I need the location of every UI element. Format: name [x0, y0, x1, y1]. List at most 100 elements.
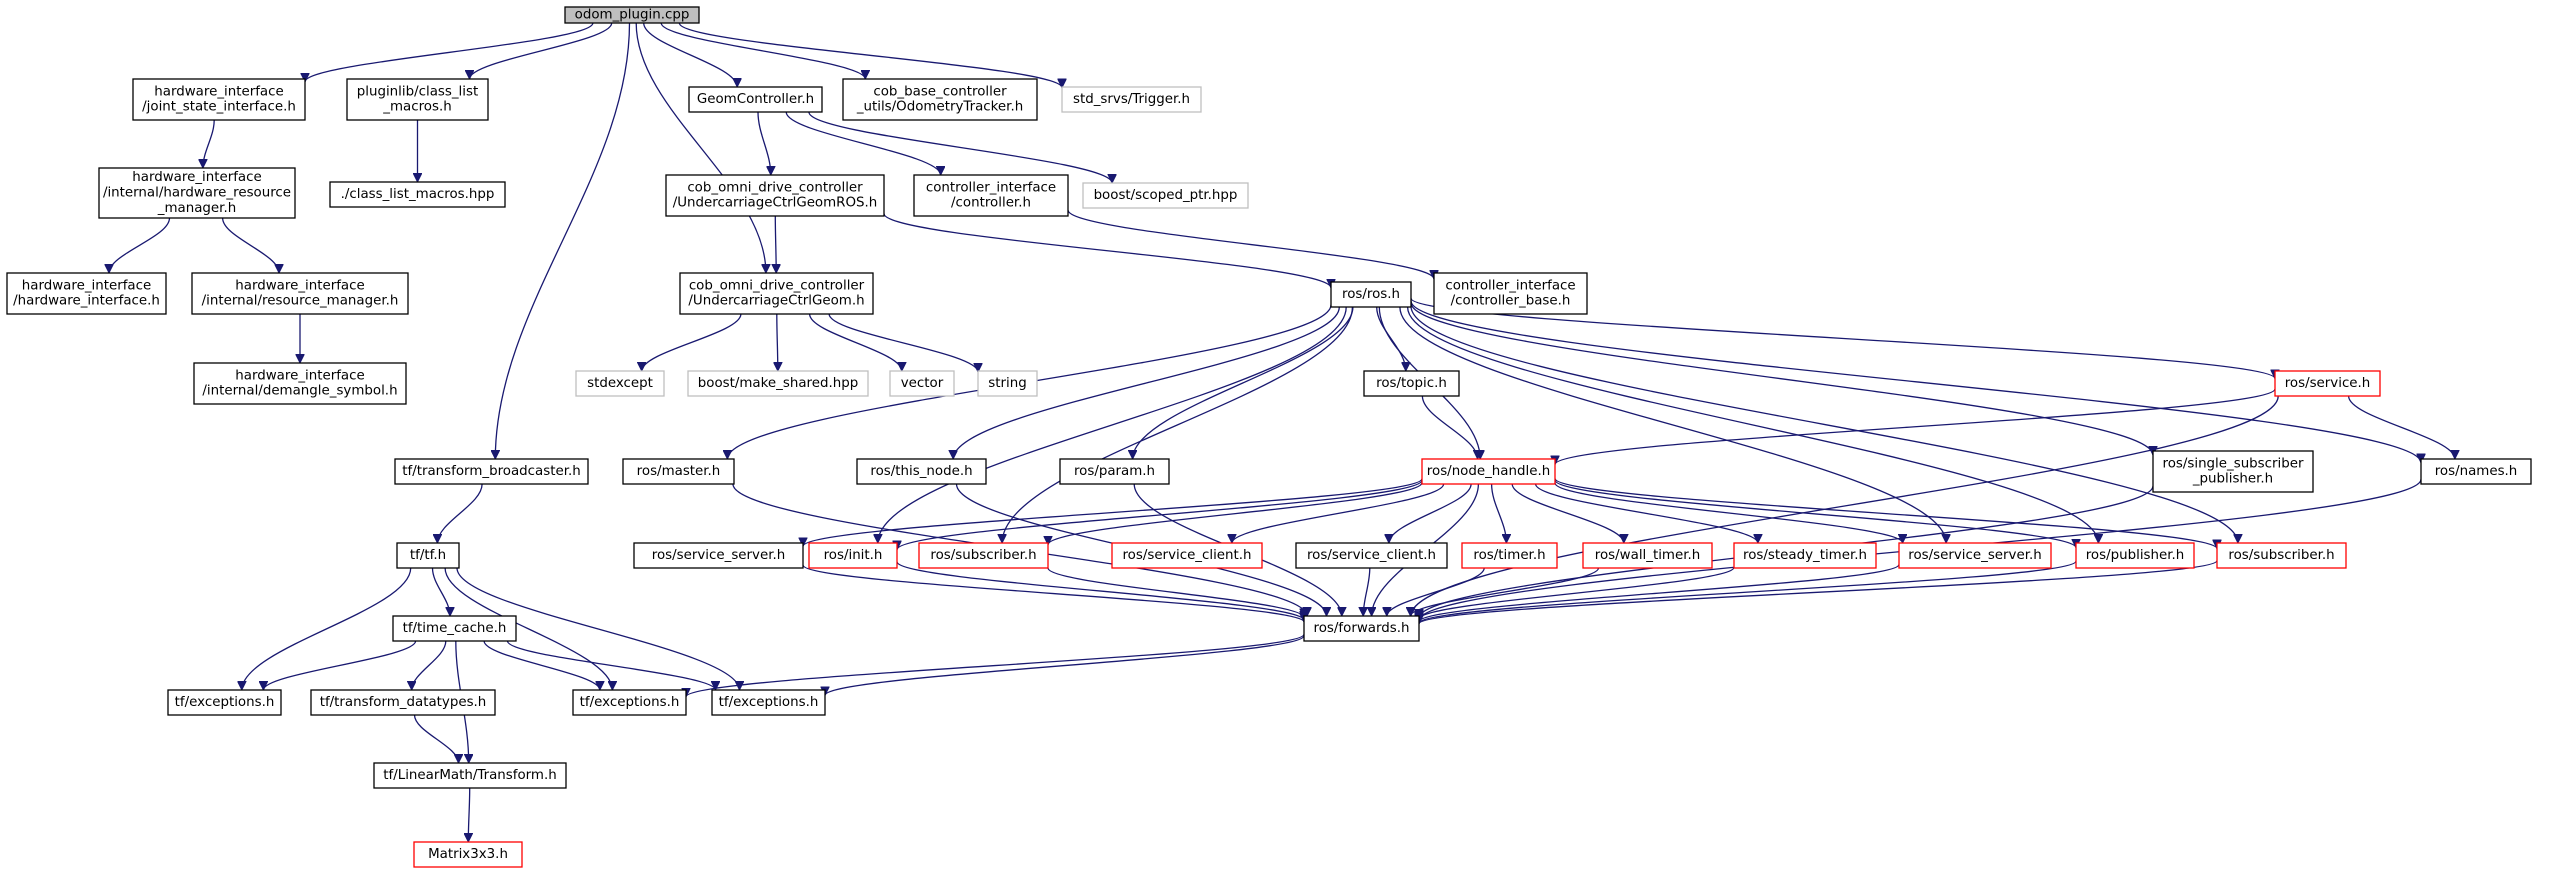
node-tf-time-cache-h[interactable]: tf/time_cache.h	[392, 615, 517, 642]
edge-service-to-node-handle	[1555, 388, 2276, 466]
edge-controller-to-controller-base	[1067, 209, 1434, 280]
edge-undercarriage-ros-to-undercarriage	[775, 215, 776, 273]
node-tf-transform-datatypes-h[interactable]: tf/transform_datatypes.h	[310, 689, 496, 716]
node-controller-base-h[interactable]: controller_interface /controller_base.h	[1433, 272, 1588, 315]
node-label: ros/this_node.h	[870, 464, 972, 479]
node-label: /internal/demangle_symbol.h	[202, 384, 397, 399]
edge-topic-to-node-handle	[1421, 395, 1477, 460]
node-label: /UndercarriageCtrlGeomROS.h	[673, 196, 878, 211]
node-label: pluginlib/class_list	[357, 84, 478, 99]
edge-ros-to-publisher	[1406, 306, 2099, 543]
node-label: /controller.h	[951, 196, 1031, 211]
edge-odom-plugin-to-undercarriage-ctrl-geom	[635, 22, 766, 273]
edge-geom-controller-to-controller	[785, 111, 941, 176]
node-boost-make-shared-hpp[interactable]: boost/make_shared.hpp	[687, 370, 869, 397]
node-label: /hardware_interface.h	[13, 294, 160, 309]
node-tf-exceptions-h-3[interactable]: tf/exceptions.h	[711, 689, 826, 716]
node-label: boost/scoped_ptr.hpp	[1094, 188, 1238, 203]
edge-geom-controller-to-undercarriage-ctrl-geom-ros	[757, 111, 771, 175]
node-tf-linearmath-transform-h[interactable]: tf/LinearMath/Transform.h	[373, 762, 567, 789]
edge-node-handle-to-init	[897, 479, 1423, 551]
node-ros-ros-h[interactable]: ros/ros.h	[1330, 281, 1412, 308]
edge-transform-broadcaster-to-tf	[437, 483, 483, 544]
edge-node-handle-to-subscriber	[1048, 482, 1423, 546]
node-std-srvs-trigger-h[interactable]: std_srvs/Trigger.h	[1061, 86, 1202, 113]
node-demangle-symbol-h[interactable]: hardware_interface /internal/demangle_sy…	[193, 362, 407, 405]
node-label: tf/LinearMath/Transform.h	[383, 768, 556, 783]
node-boost-scoped-ptr-hpp[interactable]: boost/scoped_ptr.hpp	[1082, 182, 1249, 209]
node-class-list-macros-hpp[interactable]: ./class_list_macros.hpp	[329, 181, 506, 208]
node-ros-init-h[interactable]: ros/init.h	[808, 542, 898, 569]
node-hardware-resource-manager-h[interactable]: hardware_interface /internal/hardware_re…	[98, 167, 296, 219]
node-ros-names-h[interactable]: ros/names.h	[2420, 458, 2532, 485]
edge-init-to-forwards	[896, 561, 1304, 621]
node-odom-plugin-cpp[interactable]: odom_plugin.cpp	[564, 6, 700, 24]
node-label: ros/service_client.h	[1307, 548, 1436, 563]
node-label: controller_interface	[1445, 278, 1575, 293]
node-label: string	[988, 376, 1026, 391]
edge-ros-to-this-node	[953, 306, 1340, 460]
node-label: ros/init.h	[824, 548, 883, 563]
node-ros-subscriber-h-2[interactable]: ros/subscriber.h	[2216, 542, 2347, 569]
node-ros-this-node-h[interactable]: ros/this_node.h	[856, 458, 987, 485]
node-ros-service-server-h[interactable]: ros/service_server.h	[633, 542, 804, 569]
node-ros-subscriber-h[interactable]: ros/subscriber.h	[918, 542, 1049, 569]
edge-node-handle-to-wall-timer	[1511, 483, 1624, 544]
edge-service-server-2-to-forwards	[1419, 563, 1900, 623]
node-ros-service-client-h-2[interactable]: ros/service_client.h	[1295, 542, 1448, 569]
node-label: /controller_base.h	[1451, 294, 1571, 309]
node-tf-exceptions-h[interactable]: tf/exceptions.h	[167, 689, 282, 716]
node-label: ros/steady_timer.h	[1743, 548, 1867, 563]
node-controller-interface-controller-h[interactable]: controller_interface /controller.h	[913, 174, 1069, 217]
node-label: hardware_interface	[235, 278, 365, 293]
node-label: hardware_interface	[132, 170, 262, 185]
node-ros-timer-h[interactable]: ros/timer.h	[1461, 542, 1558, 569]
edge-publisher-to-forwards	[1419, 560, 2077, 624]
node-matrix3x3-h[interactable]: Matrix3x3.h	[413, 841, 523, 868]
node-odometry-tracker-h[interactable]: cob_base_controller _utils/OdometryTrack…	[842, 78, 1038, 121]
node-resource-manager-h[interactable]: hardware_interface /internal/resource_ma…	[191, 272, 409, 315]
node-ros-param-h[interactable]: ros/param.h	[1059, 458, 1170, 485]
node-undercarriage-ctrl-geom-h[interactable]: cob_omni_drive_controller /Undercarriage…	[679, 272, 874, 315]
node-ros-single-subscriber-publisher-h[interactable]: ros/single_subscriber _publisher.h	[2152, 450, 2314, 493]
node-geom-controller-h[interactable]: GeomController.h	[688, 86, 823, 113]
node-tf-tf-h[interactable]: tf/tf.h	[396, 542, 460, 569]
node-label: _utils/OdometryTracker.h	[856, 100, 1023, 115]
edge-odom-plugin-to-odometry-tracker	[660, 22, 865, 80]
edge-tf-to-exceptions-1	[242, 567, 412, 690]
node-ros-publisher-h[interactable]: ros/publisher.h	[2075, 542, 2195, 569]
node-tf-exceptions-h-2[interactable]: tf/exceptions.h	[572, 689, 687, 716]
edge-tf-to-exceptions-3	[456, 567, 740, 691]
node-label: hardware_interface	[22, 278, 152, 293]
node-ros-topic-h[interactable]: ros/topic.h	[1363, 370, 1460, 397]
node-ros-forwards-h[interactable]: ros/forwards.h	[1303, 615, 1420, 642]
node-vector[interactable]: vector	[889, 370, 955, 397]
node-stdexcept[interactable]: stdexcept	[575, 370, 665, 397]
edge-time-cache-to-exceptions-2	[483, 640, 600, 691]
node-label: std_srvs/Trigger.h	[1073, 92, 1190, 107]
node-ros-steady-timer-h[interactable]: ros/steady_timer.h	[1733, 542, 1877, 569]
edge-node-handle-to-publisher	[1554, 479, 2076, 549]
node-tf-transform-broadcaster-h[interactable]: tf/transform_broadcaster.h	[394, 458, 589, 485]
node-pluginlib-class-list-macros-h[interactable]: pluginlib/class_list _macros.h	[346, 78, 489, 121]
node-label: _manager.h	[157, 201, 236, 216]
edge-node-handle-to-service-server-2	[1554, 482, 1903, 544]
node-ros-node-handle-h[interactable]: ros/node_handle.h	[1421, 458, 1556, 485]
node-undercarriage-ctrl-geom-ros-h[interactable]: cob_omni_drive_controller /Undercarriage…	[665, 174, 885, 217]
node-label: tf/time_cache.h	[403, 621, 507, 636]
edge-forwards-to-exceptions-2	[686, 633, 1305, 698]
edge-ros-to-param	[1133, 306, 1354, 459]
node-label: stdexcept	[587, 376, 653, 391]
node-string[interactable]: string	[977, 370, 1038, 397]
node-hardware-interface-h[interactable]: hardware_interface /hardware_interface.h	[6, 272, 167, 315]
edge-odom-plugin-to-trigger	[678, 22, 1062, 89]
node-ros-master-h[interactable]: ros/master.h	[622, 458, 735, 485]
edge-joint-state-interface-to-hardware-resource-manager	[203, 119, 215, 168]
node-joint-state-interface-h[interactable]: hardware_interface /joint_state_interfac…	[132, 78, 306, 121]
node-ros-service-server-h-2[interactable]: ros/service_server.h	[1898, 542, 2052, 569]
edge-odom-plugin-to-geom-controller	[643, 22, 738, 88]
node-ros-service-client-h[interactable]: ros/service_client.h	[1111, 542, 1263, 569]
edge-node-handle-to-subscriber-2	[1554, 477, 2217, 550]
node-ros-service-h[interactable]: ros/service.h	[2274, 370, 2381, 397]
node-ros-wall-timer-h[interactable]: ros/wall_timer.h	[1582, 542, 1713, 569]
